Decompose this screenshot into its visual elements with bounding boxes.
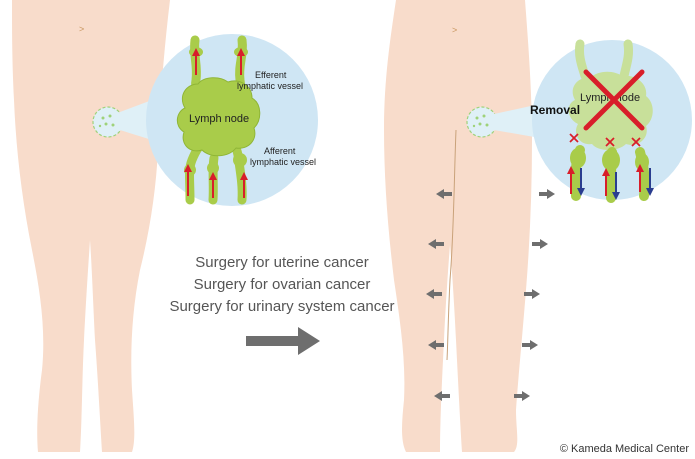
swelling-arrow-r4 (522, 340, 538, 350)
left-lymph-node-shape (176, 77, 261, 157)
caption-line-1: Surgery for uterine cancer (195, 254, 369, 271)
right-body-silhouette (384, 0, 532, 452)
swelling-arrows (426, 189, 555, 401)
caption-line-3: Surgery for urinary system cancer (169, 298, 395, 315)
swelling-arrow-r5 (514, 391, 530, 401)
left-magnifier: Lymph node Efferent lymphatic vessel Aff… (146, 34, 318, 206)
small-x-marks (569, 133, 641, 147)
swelling-arrow-l3 (426, 289, 442, 299)
swelling-arrow-r1 (539, 189, 555, 199)
surgical-scar (446, 129, 457, 361)
transition-arrow (246, 327, 320, 355)
efferent-label-line1: Efferent (255, 70, 287, 80)
left-groin-node-marker (92, 106, 124, 138)
afferent-label-line2: lymphatic vessel (250, 157, 316, 167)
left-lymph-node-label: Lymph node (189, 113, 249, 125)
right-groin-node-marker (466, 106, 498, 138)
left-magnifier-pointer (120, 100, 152, 140)
left-body: > (12, 0, 170, 452)
swelling-arrow-l4 (428, 340, 444, 350)
right-body: > (384, 0, 532, 452)
swelling-arrow-r3 (524, 289, 540, 299)
right-navel: > (452, 25, 457, 35)
caption-line-2: Surgery for ovarian cancer (193, 276, 371, 293)
afferent-label-line1: Afferent (264, 146, 296, 156)
removal-x-mark-b (583, 69, 645, 131)
right-magnifier-pointer (494, 104, 540, 138)
efferent-label-line2: lymphatic vessel (237, 81, 303, 91)
swelling-arrow-l1 (436, 189, 452, 199)
removal-label: Removal (530, 103, 580, 117)
swelling-arrow-l5 (434, 391, 450, 401)
swelling-arrow-r2 (532, 239, 548, 249)
swelling-arrow-l2 (428, 239, 444, 249)
left-navel: > (79, 24, 84, 34)
copyright-notice: © Kameda Medical Center (559, 443, 689, 455)
removed-lymph-node-shape (568, 71, 653, 150)
right-magnifier: Lymph node Removal (530, 39, 692, 203)
left-body-silhouette (12, 0, 170, 452)
